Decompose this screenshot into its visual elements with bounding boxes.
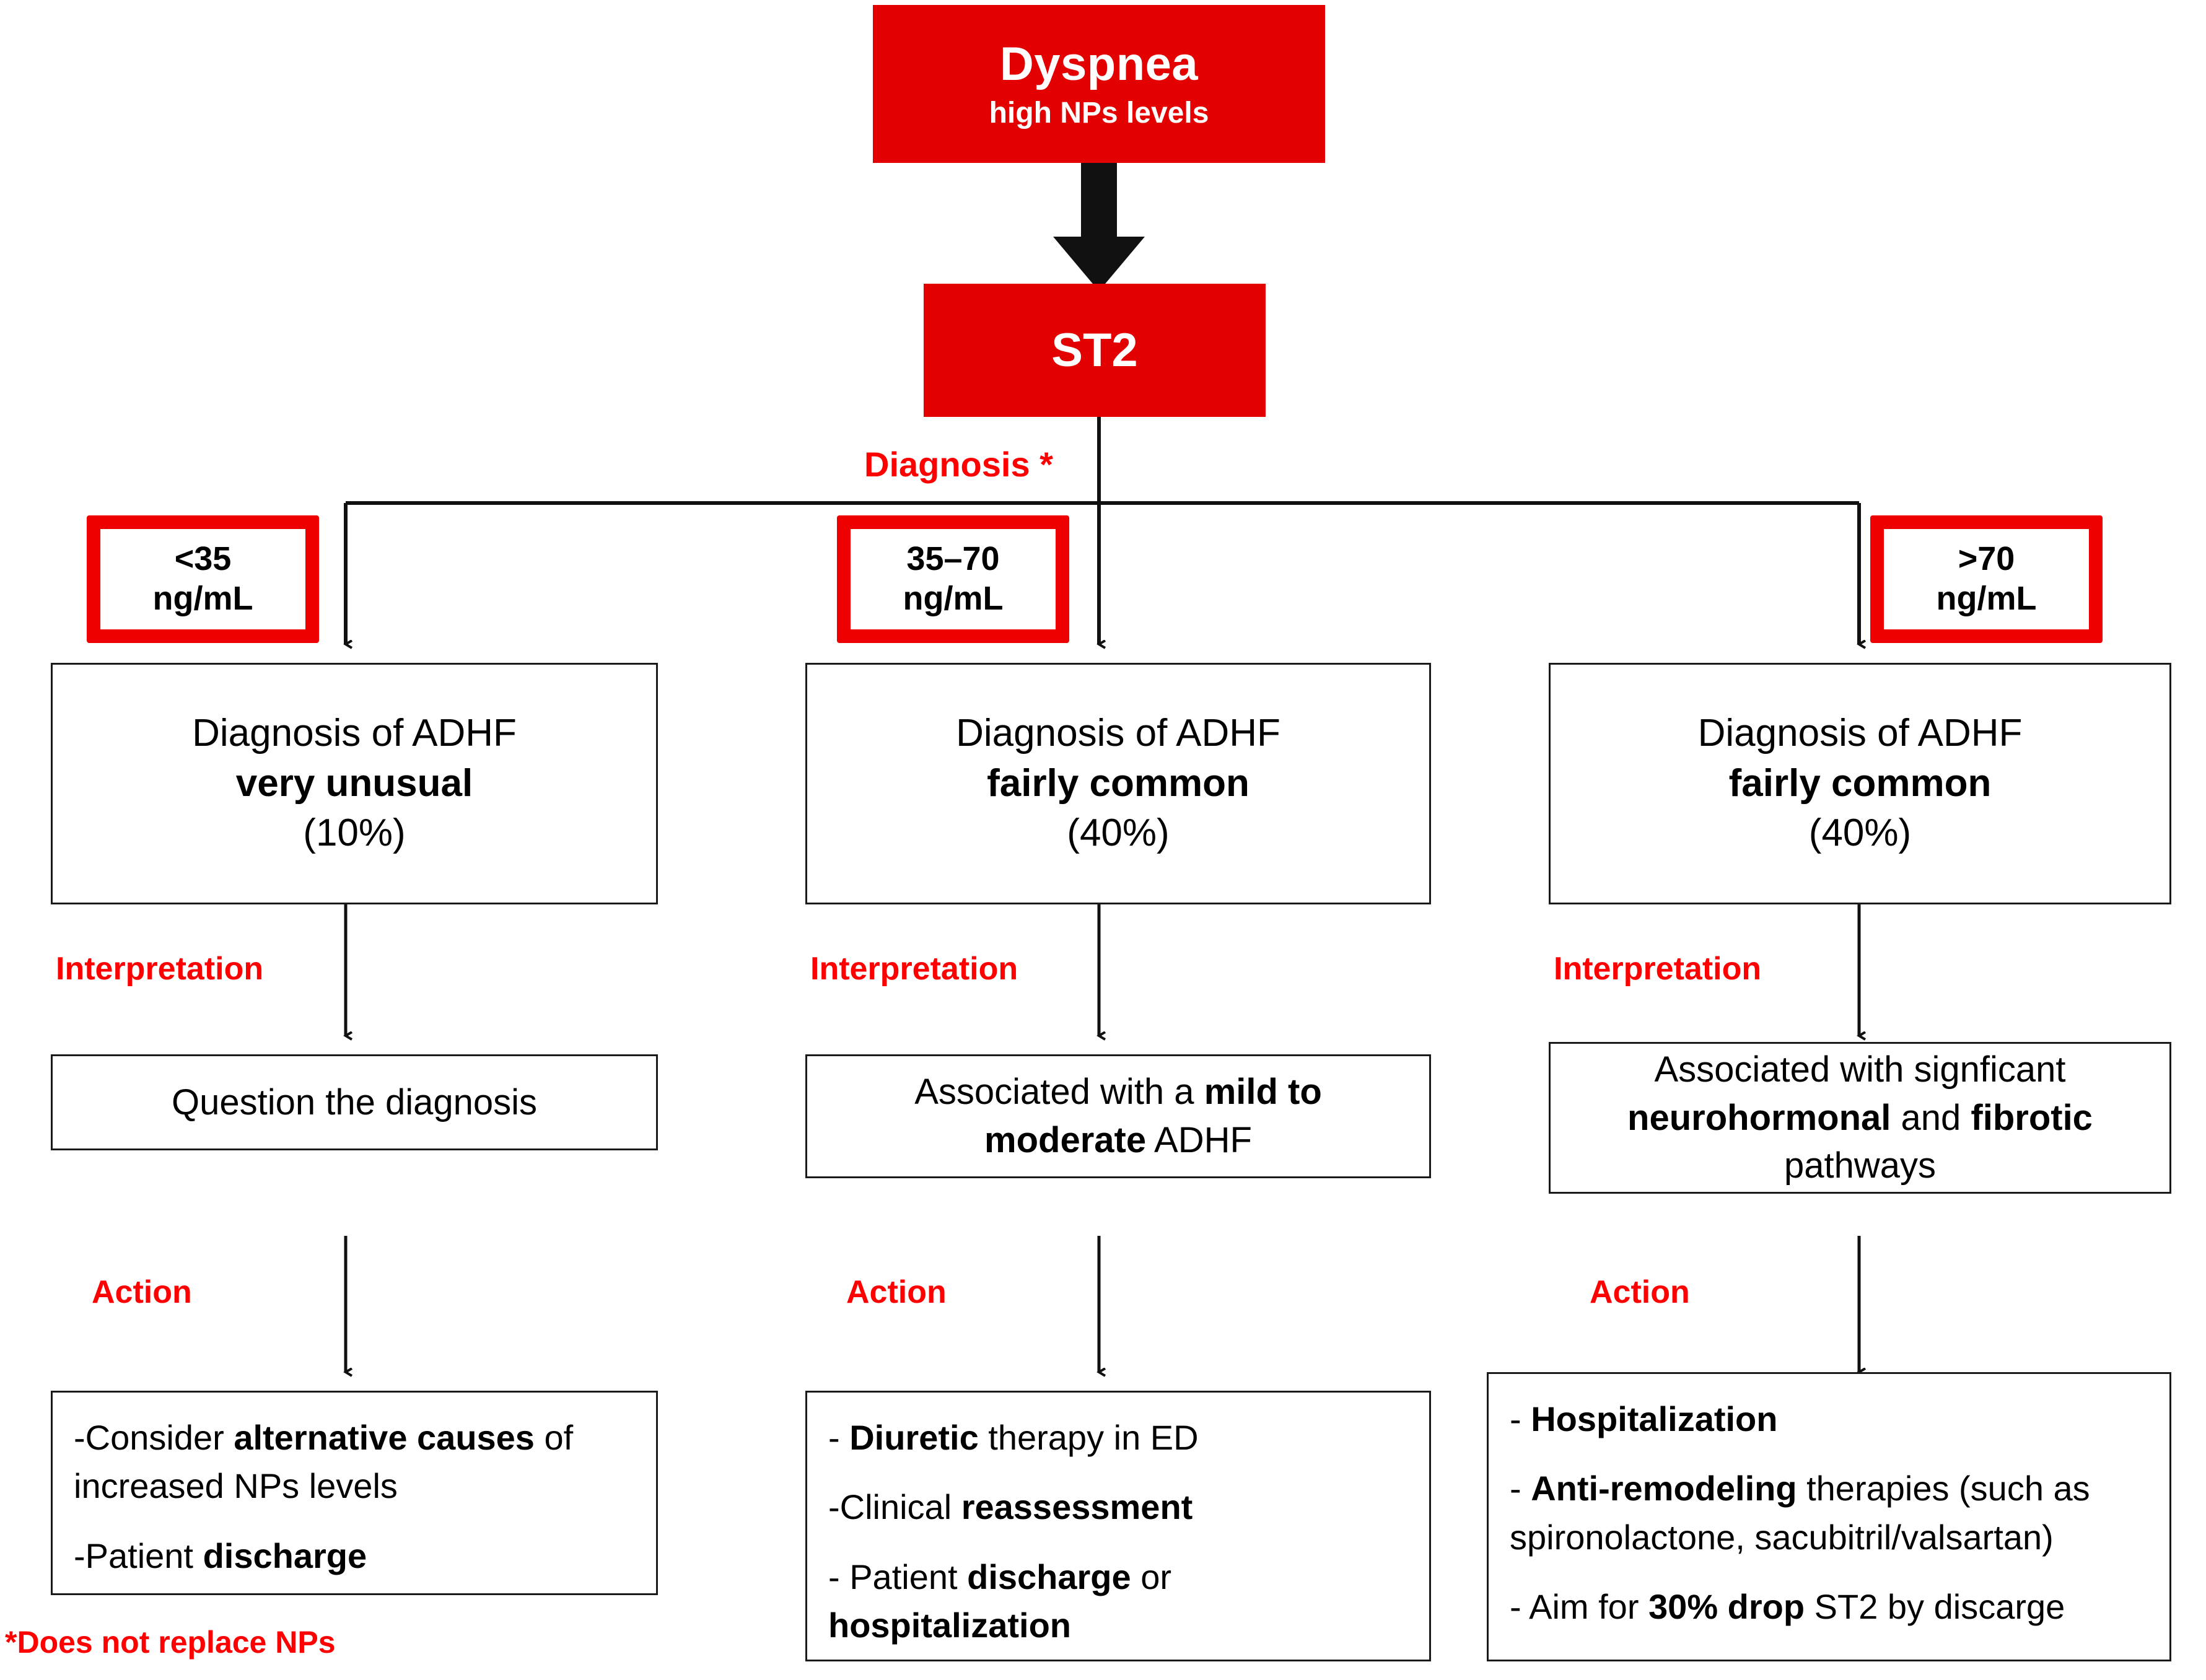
- threshold-mid-value: 35–70: [906, 540, 1000, 578]
- rich-line: -Clinical reassessment: [828, 1487, 1193, 1527]
- diagnosis-high-line2: fairly common: [1728, 761, 1992, 805]
- rich-line: -Patient discharge: [74, 1536, 367, 1575]
- rich-line: Associated with signficant neurohormonal…: [1627, 1049, 2093, 1186]
- st2-label: ST2: [1051, 323, 1138, 377]
- rich-line: - Hospitalization: [1510, 1399, 1778, 1438]
- diagnosis-low-line3: (10%): [303, 812, 406, 855]
- rich-line: Question the diagnosis: [171, 1082, 538, 1122]
- threshold-low-unit: ng/mL: [152, 580, 253, 617]
- threshold-mid-unit: ng/mL: [903, 580, 1004, 617]
- dyspnea-title: Dyspnea: [999, 38, 1199, 91]
- action-low-rich: -Consider alternative causes of increase…: [74, 1414, 637, 1580]
- diagnosis-box-low: Diagnosis of ADHF very unusual (10%): [51, 663, 658, 904]
- rich-line: - Anti-remodeling therapies (such as spi…: [1510, 1469, 2090, 1557]
- node-dyspnea: Dyspnea high NPs levels: [873, 5, 1325, 163]
- interpretation-box-mid: Associated with a mild to moderate ADHF: [805, 1054, 1431, 1178]
- diagnosis-high-line3: (40%): [1808, 812, 1912, 855]
- action-mid-rich: - Diuretic therapy in ED -Clinical reasse…: [828, 1414, 1411, 1650]
- action-box-low: -Consider alternative causes of increase…: [51, 1391, 658, 1595]
- node-st2: ST2: [924, 284, 1266, 417]
- action-box-mid: - Diuretic therapy in ED -Clinical reasse…: [805, 1391, 1431, 1661]
- interpretation-box-high: Associated with signficant neurohormonal…: [1549, 1042, 2171, 1194]
- interpretation-label-low: Interpretation: [56, 951, 264, 987]
- threshold-high-value: >70: [1958, 540, 2015, 578]
- diagnosis-mid-line3: (40%): [1067, 812, 1170, 855]
- interpretation-high-rich: Associated with signficant neurohormonal…: [1567, 1046, 2153, 1190]
- footnote-text: *Does not replace NPs: [5, 1625, 336, 1660]
- diagnosis-mid-line2: fairly common: [987, 761, 1250, 805]
- action-label-mid: Action: [846, 1274, 947, 1310]
- threshold-low-value: <35: [174, 540, 232, 578]
- branch-label-diagnosis: Diagnosis *: [864, 445, 1053, 484]
- action-label-low: Action: [92, 1274, 192, 1310]
- rich-line: -Consider alternative causes of increase…: [74, 1418, 574, 1506]
- diagnosis-box-mid: Diagnosis of ADHF fairly common (40%): [805, 663, 1431, 904]
- rich-line: - Aim for 30% drop ST2 by discarge: [1510, 1587, 2065, 1627]
- interpretation-low-rich: Question the diagnosis: [172, 1078, 537, 1127]
- diagnosis-low-line1: Diagnosis of ADHF: [192, 712, 517, 755]
- action-box-high: - Hospitalization - Anti-remodeling thera…: [1487, 1372, 2171, 1661]
- interpretation-box-low: Question the diagnosis: [51, 1054, 658, 1150]
- threshold-chip-mid: 35–70 ng/mL: [837, 515, 1069, 643]
- interpretation-mid-rich: Associated with a mild to moderate ADHF: [832, 1068, 1404, 1164]
- threshold-high-unit: ng/mL: [1936, 580, 2037, 617]
- diagnosis-high-line1: Diagnosis of ADHF: [1697, 712, 2023, 755]
- rich-line: - Diuretic therapy in ED: [828, 1418, 1199, 1457]
- interpretation-label-mid: Interpretation: [810, 951, 1018, 987]
- rich-line: - Patient discharge or hospitalization: [828, 1557, 1172, 1645]
- action-high-rich: - Hospitalization - Anti-remodeling thera…: [1510, 1395, 2151, 1632]
- dyspnea-subtitle: high NPs levels: [989, 97, 1209, 130]
- diagnosis-box-high: Diagnosis of ADHF fairly common (40%): [1549, 663, 2171, 904]
- diagnosis-low-line2: very unusual: [235, 761, 473, 805]
- diagnosis-mid-line1: Diagnosis of ADHF: [956, 712, 1280, 755]
- arrow-dyspnea-to-st2: [1053, 162, 1145, 291]
- threshold-chip-high: >70 ng/mL: [1870, 515, 2103, 643]
- rich-line: Associated with a mild to moderate ADHF: [914, 1072, 1322, 1160]
- interpretation-label-high: Interpretation: [1554, 951, 1762, 987]
- threshold-chip-low: <35 ng/mL: [87, 515, 319, 643]
- action-label-high: Action: [1590, 1274, 1690, 1310]
